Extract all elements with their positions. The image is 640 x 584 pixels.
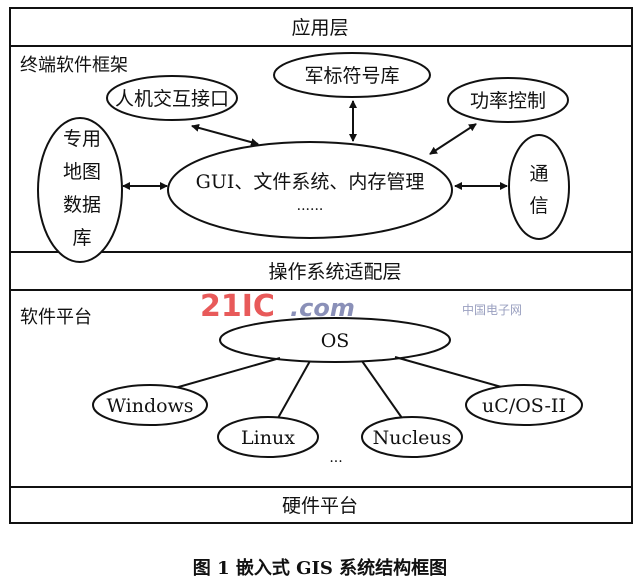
link-os-linux: [277, 360, 311, 419]
figure-caption: 图 1 嵌入式 GIS 系统结构框图: [193, 557, 447, 579]
os-label: OS: [321, 330, 350, 352]
map-db-label-line: 地图: [63, 161, 101, 183]
link-os-windows: [174, 357, 281, 389]
nucleus-node: [361, 416, 463, 458]
comm-label-line: 通: [529, 163, 548, 185]
svg-text:21IC: 21IC: [200, 289, 275, 324]
linux-label: Linux: [241, 427, 295, 449]
link-os-nucleus: [361, 360, 403, 419]
map-db-label-line: 专用: [63, 128, 101, 150]
svg-text:.com: .com: [290, 294, 355, 322]
arrow-hmi-core: [191, 123, 259, 147]
link-os-ucos: [394, 356, 506, 389]
comm-node: [508, 134, 570, 240]
map-db-label-line: 数据: [63, 194, 101, 216]
comm-label-line: 信: [529, 195, 548, 217]
os-adapter-layer-label: 操作系统适配层: [268, 261, 401, 283]
military-symbols-node: [273, 52, 431, 98]
watermark-logo: 21IC .com 中国电子网: [200, 289, 522, 324]
windows-label: Windows: [106, 395, 193, 417]
nucleus-label: Nucleus: [373, 427, 452, 449]
windows-node: [92, 384, 208, 426]
more-os-label: ...: [329, 450, 342, 466]
ucos-label: uC/OS-II: [482, 395, 566, 417]
os-node: [219, 317, 451, 363]
core-label: GUI、文件系统、内存管理: [196, 171, 425, 193]
hmi-label: 人机交互接口: [115, 88, 229, 110]
svg-text:中国电子网: 中国电子网: [462, 302, 522, 317]
military-symbols-label: 军标符号库: [304, 65, 399, 87]
core-more-label: ······: [297, 202, 324, 218]
ucos-node: [465, 384, 583, 426]
hardware-platform-label: 硬件平台: [282, 495, 358, 517]
terminal-framework-label: 终端软件框架: [20, 55, 128, 76]
map-db-node: [37, 117, 123, 263]
arrow-power-core: [429, 123, 477, 155]
core-node: [167, 141, 453, 239]
power-control-node: [447, 77, 569, 123]
map-db-label-line: 库: [72, 227, 91, 249]
application-layer-label: 应用层: [291, 17, 348, 39]
linux-node: [217, 416, 319, 458]
hmi-node: [106, 75, 238, 121]
software-platform-label: 软件平台: [20, 307, 92, 328]
outer-frame: [9, 7, 633, 524]
power-control-label: 功率控制: [470, 90, 546, 112]
